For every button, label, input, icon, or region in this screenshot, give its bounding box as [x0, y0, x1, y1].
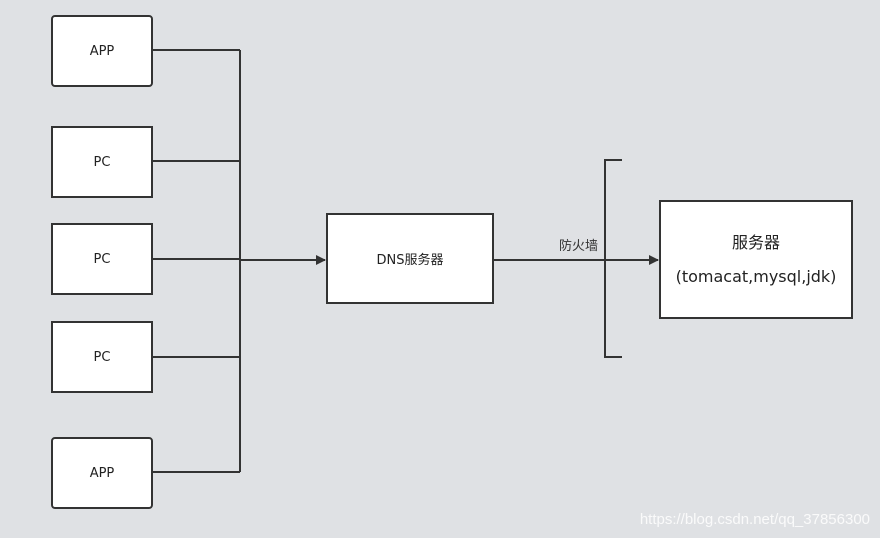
firewall-bracket — [604, 159, 622, 358]
client-label: PC — [93, 349, 111, 365]
watermark-text: https://blog.csdn.net/qq_37856300 — [639, 511, 870, 528]
dns-label: DNS服务器 — [376, 253, 444, 268]
server-title: 服务器 — [731, 233, 780, 253]
client-app-node: APP — [51, 15, 153, 87]
client-label: APP — [89, 43, 115, 59]
dns-server-node: DNS服务器 — [326, 213, 494, 304]
client-label: APP — [89, 465, 115, 481]
client-pc-node: PC — [51, 126, 153, 198]
client-label: PC — [93, 251, 111, 267]
app-server-node: 服务器 (tomacat,mysql,jdk) — [659, 200, 853, 319]
firewall-label: 防火墙 — [558, 235, 600, 254]
client-label: PC — [93, 154, 111, 170]
server-subtitle: (tomacat,mysql,jdk) — [675, 266, 837, 286]
client-pc-node: PC — [51, 223, 153, 295]
client-pc-node: PC — [51, 321, 153, 393]
client-app-node: APP — [51, 437, 153, 509]
